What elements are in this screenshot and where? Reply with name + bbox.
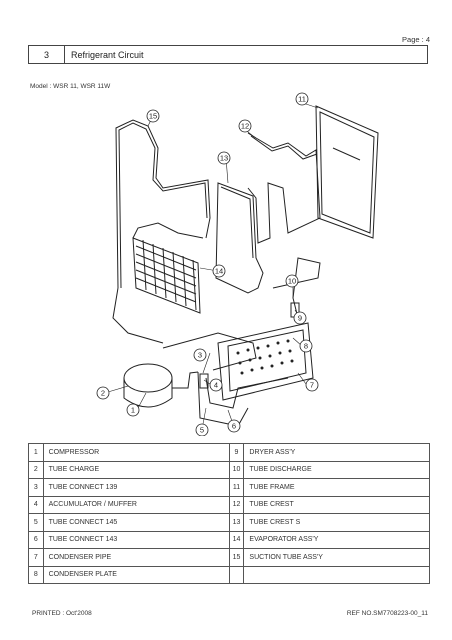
callout-15: 15 <box>146 109 160 123</box>
callout-5: 5 <box>195 423 209 436</box>
callout-markers: 1 2 3 4 5 6 7 8 9 10 11 12 13 14 15 <box>96 92 319 436</box>
callout-11: 11 <box>295 92 309 106</box>
condenser-plate-holes <box>236 339 294 375</box>
svg-text:7: 7 <box>310 381 314 390</box>
svg-text:13: 13 <box>220 154 228 163</box>
reference-number: REF NO.SM7708223-00_11 <box>346 610 428 617</box>
page-number: Page : 4 <box>402 35 430 44</box>
svg-text:12: 12 <box>241 122 249 131</box>
section-number: 3 <box>29 46 65 63</box>
svg-text:3: 3 <box>198 351 202 360</box>
svg-text:1: 1 <box>131 406 135 415</box>
tube-crest <box>247 132 321 244</box>
callout-8: 8 <box>299 339 313 353</box>
compressor-body <box>123 363 199 408</box>
callout-9: 9 <box>293 311 307 325</box>
callout-2: 2 <box>96 386 110 400</box>
suction-tube-line-inner <box>118 122 208 289</box>
svg-text:15: 15 <box>149 112 157 121</box>
callout-6: 6 <box>227 419 241 433</box>
condenser-plate <box>217 322 314 401</box>
section-title: Refrigerant Circuit <box>71 49 144 60</box>
svg-text:10: 10 <box>288 277 296 286</box>
tube-frame-inner <box>319 111 375 234</box>
tube-crest-s <box>215 182 264 294</box>
callout-14: 14 <box>212 264 226 278</box>
svg-text:8: 8 <box>304 342 308 351</box>
callout-12: 12 <box>238 119 252 133</box>
svg-text:11: 11 <box>298 95 306 104</box>
model-label: Model : WSR 11, WSR 11W <box>30 83 111 90</box>
printed-date: PRINTED : Oct'2008 <box>32 610 92 617</box>
svg-text:4: 4 <box>214 381 218 390</box>
evaporator-fins <box>132 237 201 314</box>
tube-frame <box>315 105 379 239</box>
suction-tube-line <box>115 119 211 289</box>
svg-text:2: 2 <box>101 389 105 398</box>
callout-4: 4 <box>209 378 223 392</box>
condenser-pipe <box>162 332 257 371</box>
callout-3: 3 <box>193 348 207 362</box>
callout-1: 1 <box>126 403 140 417</box>
svg-text:6: 6 <box>232 422 236 431</box>
accumulator <box>199 373 209 389</box>
svg-text:5: 5 <box>200 426 204 435</box>
svg-text:9: 9 <box>298 314 302 323</box>
callout-13: 13 <box>217 151 231 165</box>
svg-text:14: 14 <box>215 267 223 276</box>
callout-7: 7 <box>305 378 319 392</box>
callout-10: 10 <box>285 274 299 288</box>
section-header: 3 Refrigerant Circuit <box>28 45 428 64</box>
refrigerant-circuit-diagram: 1 2 3 4 5 6 7 8 9 10 11 12 13 14 15 <box>96 92 379 436</box>
